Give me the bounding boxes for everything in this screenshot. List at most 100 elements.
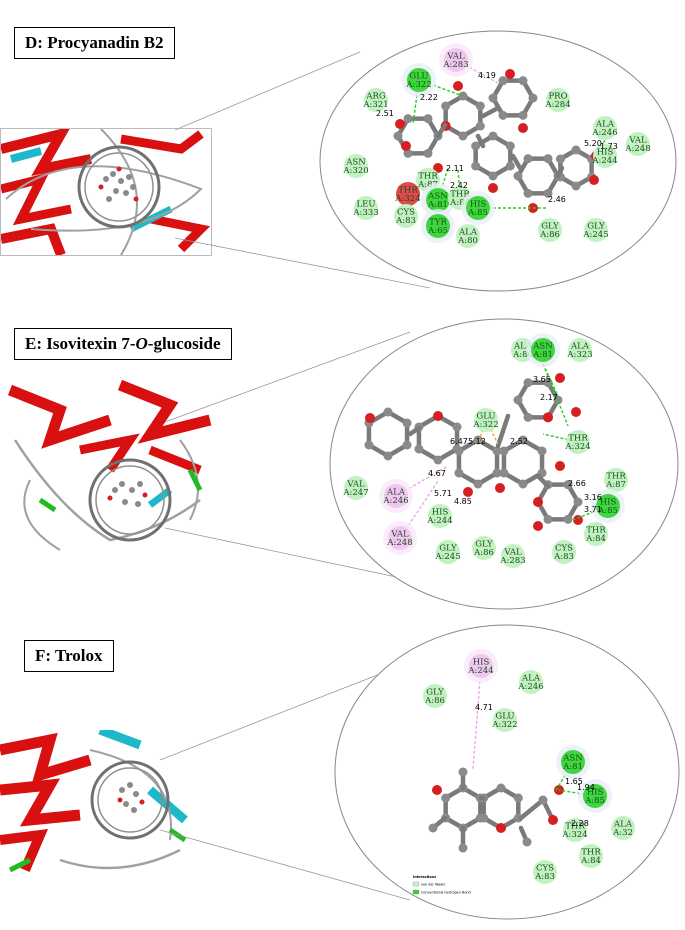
residue-name-label: THR (606, 472, 626, 482)
carbon-atom (505, 141, 515, 151)
carbon-atom (403, 114, 413, 124)
distance-label: 2.51 (376, 109, 394, 118)
distance-label: 2.28 (571, 819, 589, 828)
distance-label: 3.71 (584, 505, 602, 514)
oxygen-atom (488, 183, 498, 193)
oxygen-atom (453, 81, 463, 91)
distance-label: 5.12 (468, 437, 486, 446)
carbon-atom (479, 813, 489, 823)
residue-name-label: LEU (356, 200, 375, 210)
distance-label: 5.20 (584, 139, 602, 148)
oxygen-atom (533, 521, 543, 531)
carbon-atom (428, 823, 438, 833)
carbon-atom (498, 76, 508, 86)
residue-number-label: A:248 (624, 144, 650, 154)
carbon-atom (423, 148, 433, 158)
legend-item-label: Conventional Hydrogen Bond (421, 891, 471, 895)
oxygen-atom (495, 483, 505, 493)
residue-number-label: A:320 (342, 166, 368, 176)
oxygen-atom (589, 175, 599, 185)
residue-number-label: A:83 (553, 552, 574, 562)
residue-name-label: GLY (587, 222, 605, 232)
residue-name-label: TYR (429, 218, 447, 228)
residue-name-label: THR (418, 172, 438, 182)
residue-number-label: A:244 (426, 516, 452, 526)
residue-name-label: GLU (409, 72, 428, 82)
distance-label: 2.52 (510, 437, 528, 446)
carbon-atom (488, 93, 498, 103)
distance-label: 2.17 (540, 393, 558, 402)
residue-name-label: THR (568, 434, 588, 444)
distance-label: 3.65 (533, 375, 551, 384)
carbon-atom (454, 446, 464, 456)
bond (480, 105, 501, 119)
carbon-atom (499, 468, 509, 478)
residue-name-label: CYS (397, 208, 415, 218)
residue-name-label: GLY (426, 688, 444, 698)
distance-label: 2.66 (568, 479, 586, 488)
carbon-atom (555, 154, 565, 164)
residue-number-label: A:245 (434, 552, 460, 562)
residue-number-label: A:80 (457, 236, 478, 246)
distance-label: 2.22 (420, 93, 438, 102)
carbon-atom (471, 141, 481, 151)
carbon-atom (518, 479, 528, 489)
distance-label: 3.16 (584, 493, 602, 502)
residue-number-label: A:81 (532, 350, 553, 360)
residue-number-label: A:324 (564, 442, 590, 452)
legend-title: Interactions (413, 875, 436, 879)
residue-name-label: ALA (613, 820, 633, 830)
carbon-atom (563, 480, 573, 490)
residue-name-label: HIS (470, 200, 487, 210)
residue-name-label: ALA (570, 342, 590, 352)
carbon-atom (553, 395, 563, 405)
residue-name-label: ALA (595, 120, 615, 130)
oxygen-atom (463, 487, 473, 497)
carbon-atom (563, 514, 573, 524)
carbon-atom (513, 395, 523, 405)
residue-name-label: ALA (386, 488, 406, 498)
residue-name-label: THR (581, 848, 601, 858)
distance-label: 4.71 (475, 703, 493, 712)
panel-f-diagram-svg: HISA:244GLYA:86ALAA:246GLUA:322ASNA:81HI… (334, 624, 680, 920)
residue-name-label: ARG (365, 92, 386, 102)
residue-name-label: GLY (541, 222, 559, 232)
residue-number-label: A:322 (405, 80, 431, 90)
residue-name-label: HIS (587, 788, 604, 798)
panel-f-protein-thumbnail (0, 730, 190, 880)
carbon-atom (492, 468, 502, 478)
carbon-atom (538, 795, 548, 805)
legend-swatch (412, 881, 420, 887)
residue-number-label: A:246 (517, 682, 543, 692)
oxygen-atom (496, 823, 506, 833)
oxygen-atom (433, 163, 443, 173)
residue-number-label: A:248 (386, 538, 412, 548)
bond (495, 413, 511, 449)
carbon-atom (402, 418, 412, 428)
distance-label: 1.65 (565, 777, 583, 786)
carbon-atom (488, 171, 498, 181)
residue-number-label: A:324 (394, 194, 420, 204)
carbon-atom (518, 76, 528, 86)
residue-name-label: CYS (536, 864, 554, 874)
residue-name-label: ASN (427, 192, 448, 202)
legend-item-label: van der Waals (421, 883, 445, 887)
carbon-atom (537, 446, 547, 456)
panel-d-protein-thumbnail (0, 128, 212, 256)
carbon-atom (471, 161, 481, 171)
residue-number-label: A:84 (585, 534, 606, 544)
